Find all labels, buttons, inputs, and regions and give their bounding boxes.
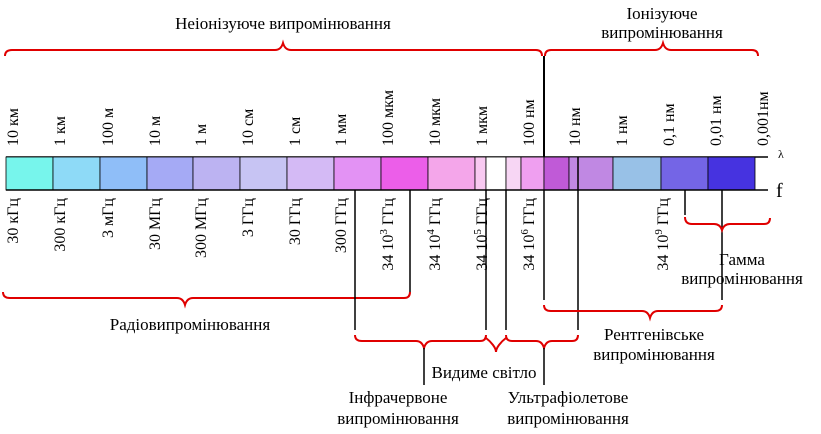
xray-label-line2: випромінювання [593, 345, 715, 364]
ultraviolet-brace [505, 334, 579, 352]
infrared-label-line1: Інфрачервоне [349, 388, 448, 407]
ultraviolet-label-line2: випромінювання [507, 409, 629, 428]
wavelength-label: 100 м [100, 108, 117, 146]
gamma-label-line1: Гамма [719, 250, 765, 269]
frequency-label: 34 106 ГГц [519, 198, 538, 271]
wavelength-label: 1 м [193, 124, 210, 146]
radio-label: Радіовипромінювання [110, 315, 271, 334]
radio-brace [2, 291, 411, 309]
wavelength-label: 10 мкм [427, 98, 444, 146]
spectrum-segment [505, 156, 522, 191]
wavelength-label: 0,1 нм [661, 103, 678, 146]
visible-label: Видиме світло [431, 363, 536, 382]
spectrum-segment [99, 156, 148, 191]
frequency-label: 30 кГц [5, 198, 22, 244]
frequency-label: 300 ГГц [333, 198, 350, 254]
ionizing-title-line2: випромінювання [601, 23, 723, 42]
spectrum-segment [474, 156, 487, 191]
wavelength-label: 1 мм [333, 114, 350, 146]
wavelength-label: 10 нм [567, 107, 584, 146]
gamma-brace [684, 216, 771, 234]
spectrum-segment [568, 156, 614, 191]
wavelength-label: 1 нм [614, 115, 631, 146]
lambda-symbol: λ [778, 147, 784, 161]
frequency-label: 34 109 ГГц [653, 198, 672, 271]
spectrum-segment [239, 156, 288, 191]
spectrum-segment [192, 156, 241, 191]
wavelength-label: 10 км [5, 108, 22, 146]
frequency-label: 34 103 ГГц [378, 198, 397, 271]
ultraviolet-label-line1: Ультрафіолетове [508, 388, 629, 407]
frequency-label: 34 105 ГГц [472, 198, 491, 271]
spectrum-segment [146, 156, 194, 191]
wavelength-label: 0,001нм [755, 91, 772, 146]
spectrum-segment [543, 156, 570, 191]
ionizing-brace [544, 39, 759, 57]
xray-brace [543, 304, 723, 322]
wavelength-labels: 10 км 1 км 100 м 10 м 1 м 10 см 1 см 1 мм 100 мк… [5, 90, 772, 146]
frequency-label: 34 104 ГГц [425, 198, 444, 271]
frequency-symbol: f [776, 180, 783, 202]
frequency-label: 30 МГц [147, 198, 164, 250]
spectrum-segment [612, 156, 662, 191]
wavelength-label: 1 мкм [474, 106, 491, 146]
spectrum-segment [286, 156, 335, 191]
visible-brace [485, 337, 507, 353]
nonionizing-title: Неіонізуюче випромінювання [175, 14, 391, 33]
spectrum-segment [485, 156, 507, 191]
spectrum-segment [707, 156, 756, 191]
spectrum-segment [52, 156, 101, 191]
wavelength-label: 1 км [52, 116, 69, 146]
frequency-labels: 30 кГц 300 кГц 3 мГц 30 МГц 300 МГц 3 ГГц 30 Г… [5, 198, 672, 271]
spectrum-segment [427, 156, 476, 191]
nonionizing-brace [4, 39, 543, 57]
frequency-label: 3 мГц [100, 198, 117, 238]
frequency-label: 300 МГц [193, 198, 210, 258]
spectrum-segment [660, 156, 709, 191]
ionizing-title-line1: Іонізуюче [627, 4, 698, 23]
infrared-brace [354, 334, 487, 352]
wavelength-label: 100 нм [521, 99, 538, 146]
frequency-label: 30 ГГц [287, 198, 304, 246]
gamma-label-line2: випромінювання [681, 269, 803, 288]
spectrum-segment [380, 156, 429, 191]
wavelength-label: 1 см [287, 117, 304, 146]
wavelength-label: 0,01 нм [708, 95, 725, 146]
frequency-label: 300 кГц [52, 198, 69, 252]
spectrum-segment [520, 156, 545, 191]
xray-label-line1: Рентгенівське [604, 325, 704, 344]
wavelength-label: 10 м [147, 116, 164, 146]
spectrum-segment [333, 156, 382, 191]
frequency-label: 3 ГГц [240, 198, 257, 238]
wavelength-label: 10 см [240, 109, 257, 146]
spectrum-strip [5, 156, 756, 191]
spectrum-segment [5, 156, 54, 191]
wavelength-label: 100 мкм [380, 90, 397, 146]
infrared-label-line2: випромінювання [337, 409, 459, 428]
